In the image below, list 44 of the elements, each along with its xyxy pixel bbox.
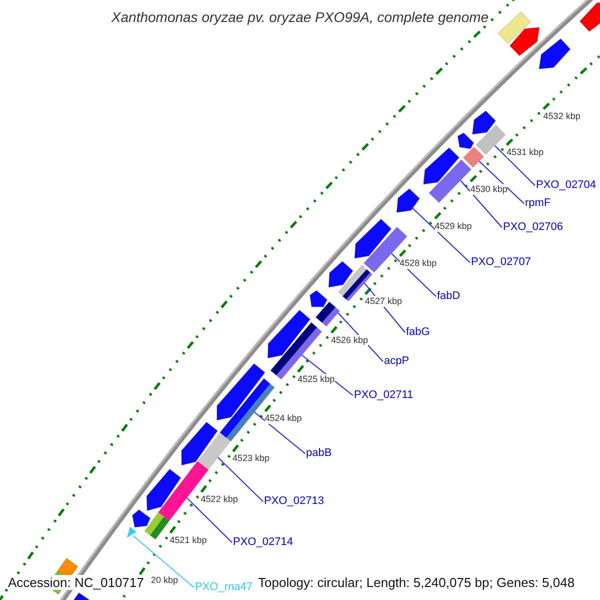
- info-text: Accession: NC_010717: [8, 575, 144, 590]
- leader-line: [186, 497, 232, 543]
- leader-line: [254, 412, 306, 454]
- gene-bar: [476, 124, 506, 155]
- gene-label: PXO_02704: [536, 179, 596, 192]
- leader-line: [218, 457, 264, 502]
- gene-label: fabD: [437, 290, 460, 303]
- scale-tick-label: 4531 kbp: [506, 147, 544, 158]
- leader-line: [391, 253, 436, 297]
- scale-tick-label: 4527 kbp: [365, 296, 402, 308]
- gene-bar: [197, 432, 231, 470]
- gene-label: PXO_02714: [233, 536, 293, 549]
- gene-label: PXO_02711: [354, 389, 414, 402]
- leader-line: [460, 180, 502, 228]
- scale-tick-label: 4529 kbp: [434, 220, 472, 232]
- gene-label: rpmF: [525, 197, 551, 210]
- gene-label: PXO_02713: [264, 495, 324, 508]
- scale-tick-label: 4526 kbp: [331, 334, 368, 346]
- gene-label: fabG: [406, 326, 430, 339]
- gene-feature: [127, 527, 136, 538]
- scale-tick-label: 4528 kbp: [400, 258, 437, 270]
- scale-tick-label: 20 kbp: [151, 575, 178, 586]
- scale-tick-label: 4521 kbp: [170, 534, 207, 546]
- leader-line: [132, 535, 194, 588]
- gene-label: PXO_rna47: [195, 581, 252, 594]
- scale-tick-label: 4530 kbp: [470, 184, 508, 195]
- gene-label: pabB: [306, 447, 332, 460]
- map-title: Xanthomonas oryzae pv. oryzae PXO99A, complete genome: [111, 9, 489, 25]
- info-text: Topology: circular; Length: 5,240,075 bp; Genes: 5,048: [258, 575, 575, 590]
- gene-bar: [428, 160, 472, 203]
- gene-bar: [463, 146, 484, 168]
- scale-tick-label: 4532 kbp: [543, 111, 580, 122]
- gene-bar: [316, 302, 340, 326]
- gene-label: acpP: [384, 355, 410, 368]
- scale-tick-label: 4522 kbp: [200, 494, 238, 505]
- scale-tick-label: 4524 kbp: [264, 413, 302, 424]
- leader-line: [410, 206, 470, 263]
- scale-tick-label: 4525 kbp: [298, 374, 335, 385]
- gene-label: PXO_02707: [471, 256, 531, 269]
- gene-feature: [396, 188, 420, 213]
- gene-label: PXO_02706: [503, 221, 563, 234]
- leader-line: [494, 145, 536, 186]
- leader-line: [478, 160, 524, 204]
- scale-tick-label: 4523 kbp: [232, 453, 270, 464]
